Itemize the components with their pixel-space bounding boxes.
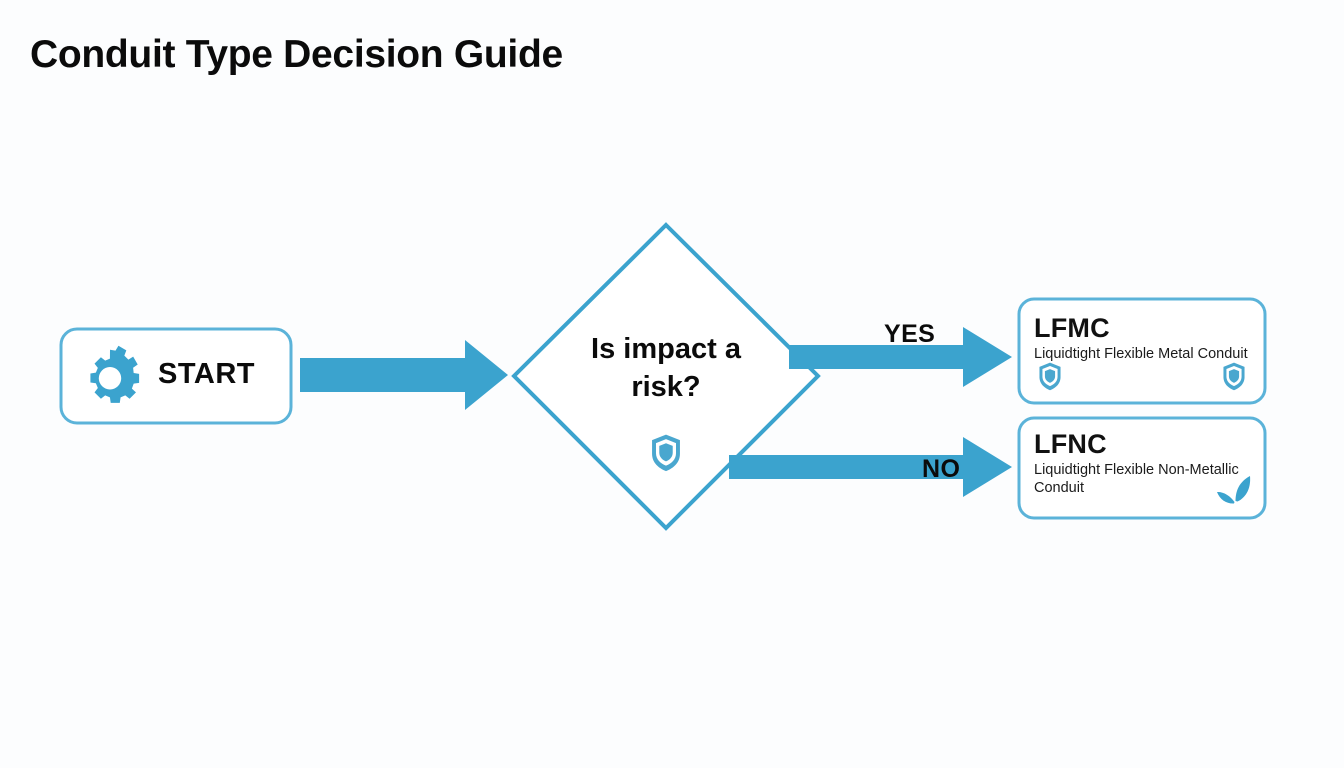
- arrow-start-to-decision: [300, 340, 508, 410]
- lfnc-title: LFNC: [1034, 429, 1107, 459]
- decision-line-2: risk?: [631, 371, 701, 403]
- gear-icon: [90, 345, 140, 403]
- arrow-yes: [789, 327, 1012, 387]
- arrow-no: [729, 437, 1012, 497]
- outcome-card-lfmc[interactable]: [1017, 297, 1267, 405]
- start-node-label: START: [158, 358, 256, 390]
- outcome-card-lfnc[interactable]: [1017, 416, 1267, 520]
- lfmc-title: LFMC: [1034, 313, 1110, 343]
- shield-icon-lfmc-right: [1223, 362, 1245, 391]
- page-title: Conduit Type Decision Guide: [30, 33, 563, 76]
- lfnc-description: Liquidtight Flexible Non-Metallic Condui…: [1034, 462, 1239, 496]
- leaf-icon: [1217, 476, 1251, 504]
- edge-label-no: NO: [922, 455, 961, 483]
- decision-line-1: Is impact a: [591, 333, 741, 365]
- edge-label-yes: YES: [884, 320, 936, 348]
- lfmc-description: Liquidtight Flexible Metal Conduit: [1034, 346, 1248, 362]
- shield-icon-lfmc-left: [1039, 362, 1061, 391]
- decision-node-text: Is impact a risk?: [546, 330, 786, 406]
- shield-icon-decision: [652, 434, 680, 472]
- decision-node-diamond[interactable]: [511, 222, 821, 531]
